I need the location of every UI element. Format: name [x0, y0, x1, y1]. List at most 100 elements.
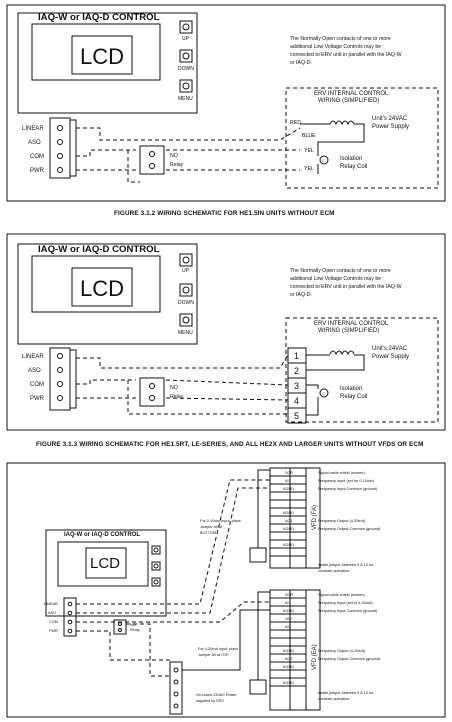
down-button-3 — [151, 561, 161, 571]
up-button: UP — [179, 20, 193, 42]
svg-text:Relay: Relay — [170, 162, 184, 168]
svg-text:ASO: ASO — [28, 140, 41, 146]
isolation-coil-symbol — [319, 155, 329, 165]
svg-text:AI1: AI1 — [285, 479, 291, 483]
svg-text:On-board 24VAC Power: On-board 24VAC Power — [196, 693, 237, 697]
no-relay-2: NO Relay — [139, 377, 184, 407]
svg-text:supplied by ERV: supplied by ERV — [196, 699, 224, 703]
svg-text:Unit's 24VAC: Unit's 24VAC — [372, 346, 408, 352]
svg-text:constant operation.: constant operation. — [318, 569, 350, 573]
parallel-note: The Normally Open contacts of one or mor… — [290, 36, 403, 66]
svg-text:AGND: AGND — [283, 487, 294, 491]
svg-text:DOWN: DOWN — [178, 300, 194, 306]
internal-wire-1 — [300, 123, 365, 150]
svg-text:Install jumper between 9 & 12: Install jumper between 9 & 12 for — [318, 563, 374, 567]
svg-text:AGND: AGND — [283, 543, 294, 547]
svg-text:4: 4 — [294, 396, 299, 406]
svg-text:Relay Coil: Relay Coil — [340, 164, 367, 170]
svg-text:NO: NO — [130, 623, 136, 627]
figure-1: IAQ-W or IAQ-D CONTROL LCD UP DOWN MENU … — [6, 4, 446, 217]
linear-wire — [76, 127, 301, 141]
figure-1-caption: FIGURE 3.1.2 WIRING SCHEMATIC FOR HE1.5I… — [114, 210, 335, 217]
relay-wire — [127, 150, 140, 183]
svg-text:5: 5 — [294, 411, 299, 421]
control-title: IAQ-W or IAQ-D CONTROL — [38, 12, 160, 23]
svg-text:Frequency Output Common (groun: Frequency Output Common (ground) — [318, 527, 381, 531]
svg-text:WIRING (SIMPLIFIED): WIRING (SIMPLIFIED) — [318, 98, 379, 104]
com-wire — [76, 149, 300, 157]
no-relay: NO Relay — [139, 145, 184, 175]
svg-text:IAQ-W or IAQ-D CONTROL: IAQ-W or IAQ-D CONTROL — [38, 244, 160, 255]
wire-yel-label-2: YEL — [304, 166, 314, 172]
svg-text:ASO: ASO — [28, 368, 41, 374]
svg-text:C: C — [322, 159, 325, 163]
svg-text:PWR: PWR — [30, 168, 45, 174]
svg-text:AO1: AO1 — [285, 519, 293, 523]
svg-text:AGND: AGND — [283, 511, 294, 515]
svg-text:AO1: AO1 — [285, 657, 293, 661]
svg-text:1: 1 — [294, 351, 299, 361]
svg-text:Frequency Input Common (ground: Frequency Input Common (ground) — [318, 609, 378, 613]
wire-blue-label: BLUE — [302, 133, 316, 139]
menu-button-3 — [151, 577, 161, 587]
svg-text:AGND: AGND — [283, 527, 294, 531]
svg-text:For 0-10vdc input, place: For 0-10vdc input, place — [200, 519, 241, 523]
svg-text:3: 3 — [294, 381, 299, 391]
svg-text:Relay: Relay — [130, 628, 140, 632]
jumper-ea — [249, 679, 267, 695]
svg-text:UP: UP — [182, 36, 190, 42]
up-button-3 — [151, 545, 161, 555]
svg-text:AI1: AI1 — [285, 601, 291, 605]
svg-text:LINEAR: LINEAR — [44, 602, 58, 606]
svg-text:Frequency Output (4-20mA): Frequency Output (4-20mA) — [318, 649, 366, 653]
svg-text:ERV INTERNAL CONTROL: ERV INTERNAL CONTROL — [314, 91, 389, 97]
power-terminal-stack — [169, 661, 183, 715]
vfd-fa-strip: SCR AI1 AGND AGND AO1 AGND AGND — [269, 467, 307, 569]
vfd-ea-label: VFD (EA) — [312, 644, 318, 670]
control-panel-box — [17, 12, 198, 114]
svg-text:Frequency Output (4-20mA): Frequency Output (4-20mA) — [318, 519, 366, 523]
svg-text:2: 2 — [294, 366, 299, 376]
lcd-outer — [31, 23, 161, 81]
erv-box-2 — [285, 317, 439, 423]
svg-text:NO: NO — [170, 385, 178, 391]
svg-text:Frequency Input (set to 4-20mA: Frequency Input (set to 4-20mA) — [318, 601, 373, 605]
svg-text:ERV INTERNAL CONTROL: ERV INTERNAL CONTROL — [314, 321, 389, 327]
svg-text:AI2: AI2 — [285, 625, 291, 629]
svg-text:NO: NO — [170, 153, 178, 159]
svg-text:SCR: SCR — [285, 593, 293, 597]
svg-text:SCR: SCR — [285, 471, 293, 475]
terminal-block-3: LINEAR ASO COM PWR — [44, 597, 77, 637]
svg-text:constant operation.: constant operation. — [318, 697, 350, 701]
numbered-terminals: 1 2 3 4 5 — [287, 347, 307, 424]
down-button: DOWN — [178, 49, 194, 72]
svg-text:Signal cable shield (screen): Signal cable shield (screen) — [318, 593, 365, 597]
svg-text:MENU: MENU — [178, 330, 193, 336]
svg-text:Install jumper between 9 & 12: Install jumper between 9 & 12 for — [318, 691, 374, 695]
svg-text:LINEAR: LINEAR — [22, 126, 44, 132]
svg-text:Signal cable shield (screen): Signal cable shield (screen) — [318, 471, 365, 475]
svg-text:C: C — [322, 392, 325, 396]
menu-button: MENU — [178, 79, 193, 102]
svg-text:10V: 10V — [285, 617, 292, 621]
svg-text:Frequency Output Common (groun: Frequency Output Common (ground) — [318, 657, 381, 661]
svg-text:AGND: AGND — [283, 609, 294, 613]
figure-2-frame — [6, 233, 446, 431]
down-button-2: DOWN — [178, 283, 194, 306]
svg-text:Relay Coil: Relay Coil — [340, 394, 367, 400]
terminal-block-2: LINEAR ASO COM PWR — [22, 347, 77, 411]
svg-text:LCD: LCD — [90, 555, 120, 572]
svg-text:UP: UP — [182, 268, 190, 274]
terminal-block: LINEAR ASO COM PWR — [22, 117, 77, 179]
svg-text:Isolation: Isolation — [340, 386, 362, 392]
up-button-2: UP — [179, 253, 193, 274]
vfd-ea-strip: SCR AI1 AGND 10V AI2 AGND AO1 AGND AGND — [269, 589, 307, 711]
svg-text:WIRING (SIMPLIFIED): WIRING (SIMPLIFIED) — [318, 328, 379, 334]
svg-text:Frequency Input Common (ground: Frequency Input Common (ground) — [318, 487, 378, 491]
svg-text:DOWN: DOWN — [178, 66, 194, 72]
transformer-coil — [329, 120, 355, 126]
svg-text:AGND: AGND — [283, 649, 294, 653]
svg-text:Relay: Relay — [170, 394, 184, 400]
lcd-screen — [71, 35, 133, 75]
